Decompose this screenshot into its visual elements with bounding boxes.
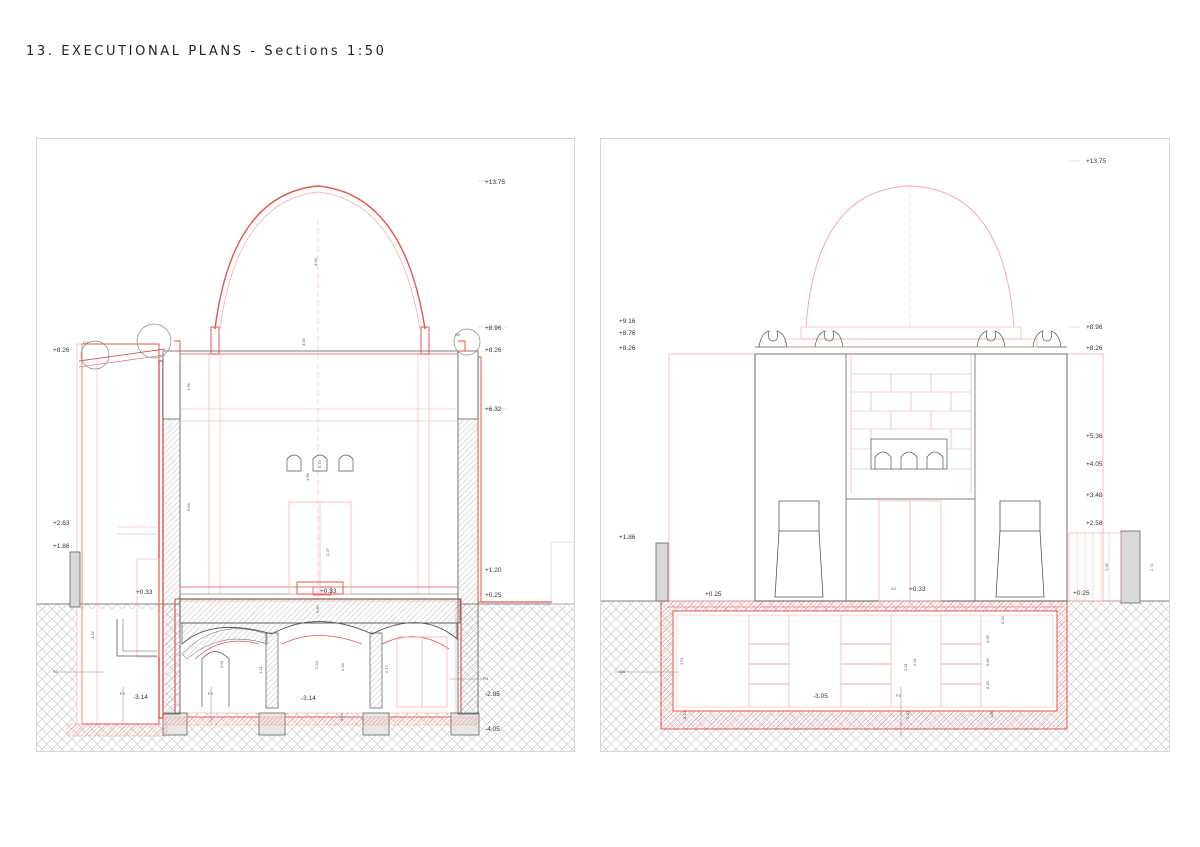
dim-label: 5.84: [186, 502, 191, 511]
dim-label: 0.45: [985, 634, 990, 643]
level-label: +1.20: [485, 567, 502, 574]
level-label: +8.26: [619, 345, 636, 352]
crypt-interior: [672, 610, 1058, 712]
dim-label: 4.90: [313, 257, 318, 266]
dim-label: 0.74: [317, 459, 322, 468]
level-label: +0.25: [485, 592, 502, 599]
dim-label: 0.45: [985, 657, 990, 666]
triple-window: [870, 438, 948, 470]
left-section-svg: +13.75 +8.96 +8.26 +8.26 +6.32 +2.63 +1.…: [37, 179, 574, 751]
dim-label: 1.99: [305, 472, 310, 481]
dim-label: 0.30: [905, 710, 910, 719]
right-section-drawing: +13.75 +9.16 +8.76 +8.26 +8.96 +8.26 +5.…: [600, 138, 1170, 752]
dim-label: 2.17: [384, 664, 389, 673]
detail-callout: [136, 323, 172, 359]
detail-callout: [80, 340, 110, 370]
dim-label: 2.51: [679, 656, 684, 665]
dim-label: 2.91: [219, 659, 224, 668]
level-label: +1.86: [619, 534, 636, 541]
dome-outer: [214, 185, 426, 330]
dim-label: 0.23: [339, 712, 344, 721]
material-tag: F3: [120, 691, 125, 696]
dim-label: 1.40: [1104, 562, 1109, 571]
dim-label: 0.25: [1000, 615, 1005, 624]
level-label: -2.95: [485, 691, 500, 698]
dim-label: 0.80: [315, 604, 320, 613]
material-tag: F3: [896, 693, 901, 698]
level-label: +0.25: [1073, 590, 1090, 597]
dome-inner: [219, 191, 421, 330]
level-label: +8.26: [1086, 345, 1103, 352]
dim-label: 1.21: [258, 665, 263, 674]
dome-outline: [805, 185, 1015, 328]
dim-label: 3.00: [301, 337, 306, 346]
crypt-pier: [265, 632, 279, 709]
level-label: -4.05: [485, 726, 500, 733]
crypt-vault: [181, 621, 458, 645]
planter-right: [995, 500, 1045, 598]
level-label: +8.96: [1086, 324, 1103, 331]
level-label: +2.63: [53, 520, 70, 527]
material-tag: W3: [619, 669, 626, 674]
level-label: -3.05: [813, 693, 828, 700]
material-tag: F3: [208, 691, 213, 696]
page-title: 13. EXECUTIONAL PLANS - Sections 1:50: [26, 44, 387, 59]
level-label: +0.33: [320, 588, 337, 595]
level-label: +13.75: [1086, 158, 1106, 165]
crypt-pier: [369, 632, 383, 709]
level-label: +13.75: [485, 179, 505, 186]
brick-pattern: [850, 354, 972, 494]
level-label: +8.26: [485, 347, 502, 354]
dim-label: 2.51: [903, 662, 908, 671]
planter-left: [774, 500, 824, 598]
level-label: +0.33: [136, 589, 153, 596]
material-tag: A3: [891, 586, 897, 591]
dim-label: 2.27: [325, 547, 330, 556]
detail-callout: [453, 328, 481, 356]
level-label: +8.26: [53, 347, 70, 354]
dim-label: 0.45: [985, 680, 990, 689]
level-label: +0.33: [909, 586, 926, 593]
dim-label: 2.34: [340, 662, 345, 671]
level-label: -3.14: [301, 695, 316, 702]
level-label: +9.16: [619, 318, 636, 325]
floor-slab: [179, 598, 461, 624]
level-label: +8.76: [619, 330, 636, 337]
level-label: +5.36: [1086, 433, 1103, 440]
dim-label: 1.80: [989, 709, 994, 718]
material-tag: R3: [483, 676, 489, 681]
annex-basement: [77, 609, 165, 724]
dim-label: 4.42: [90, 630, 95, 639]
level-label: +8.96: [485, 325, 502, 332]
level-label: -3.14: [133, 694, 148, 701]
dim-label: 2.91: [912, 657, 917, 666]
dim-label: 2.53: [314, 660, 319, 669]
dim-label: 2.71: [1149, 562, 1154, 571]
level-label: +0.25: [705, 591, 722, 598]
dim-label: 0.10: [682, 710, 687, 719]
detail-label: D1: [83, 340, 89, 345]
detail-label: D2: [455, 332, 461, 337]
level-label: +6.32: [485, 406, 502, 413]
left-section-drawing: +13.75 +8.96 +8.26 +8.26 +6.32 +2.63 +1.…: [36, 138, 575, 752]
level-label: +3.48: [1086, 492, 1103, 499]
dim-label: 1.96: [186, 382, 191, 391]
material-tag: R3: [53, 669, 59, 674]
right-section-svg: +13.75 +9.16 +8.76 +8.26 +8.96 +8.26 +5.…: [601, 158, 1169, 751]
level-label: +2.58: [1086, 520, 1103, 527]
level-label: +4.05: [1086, 461, 1103, 468]
level-label: +1.86: [53, 543, 70, 550]
